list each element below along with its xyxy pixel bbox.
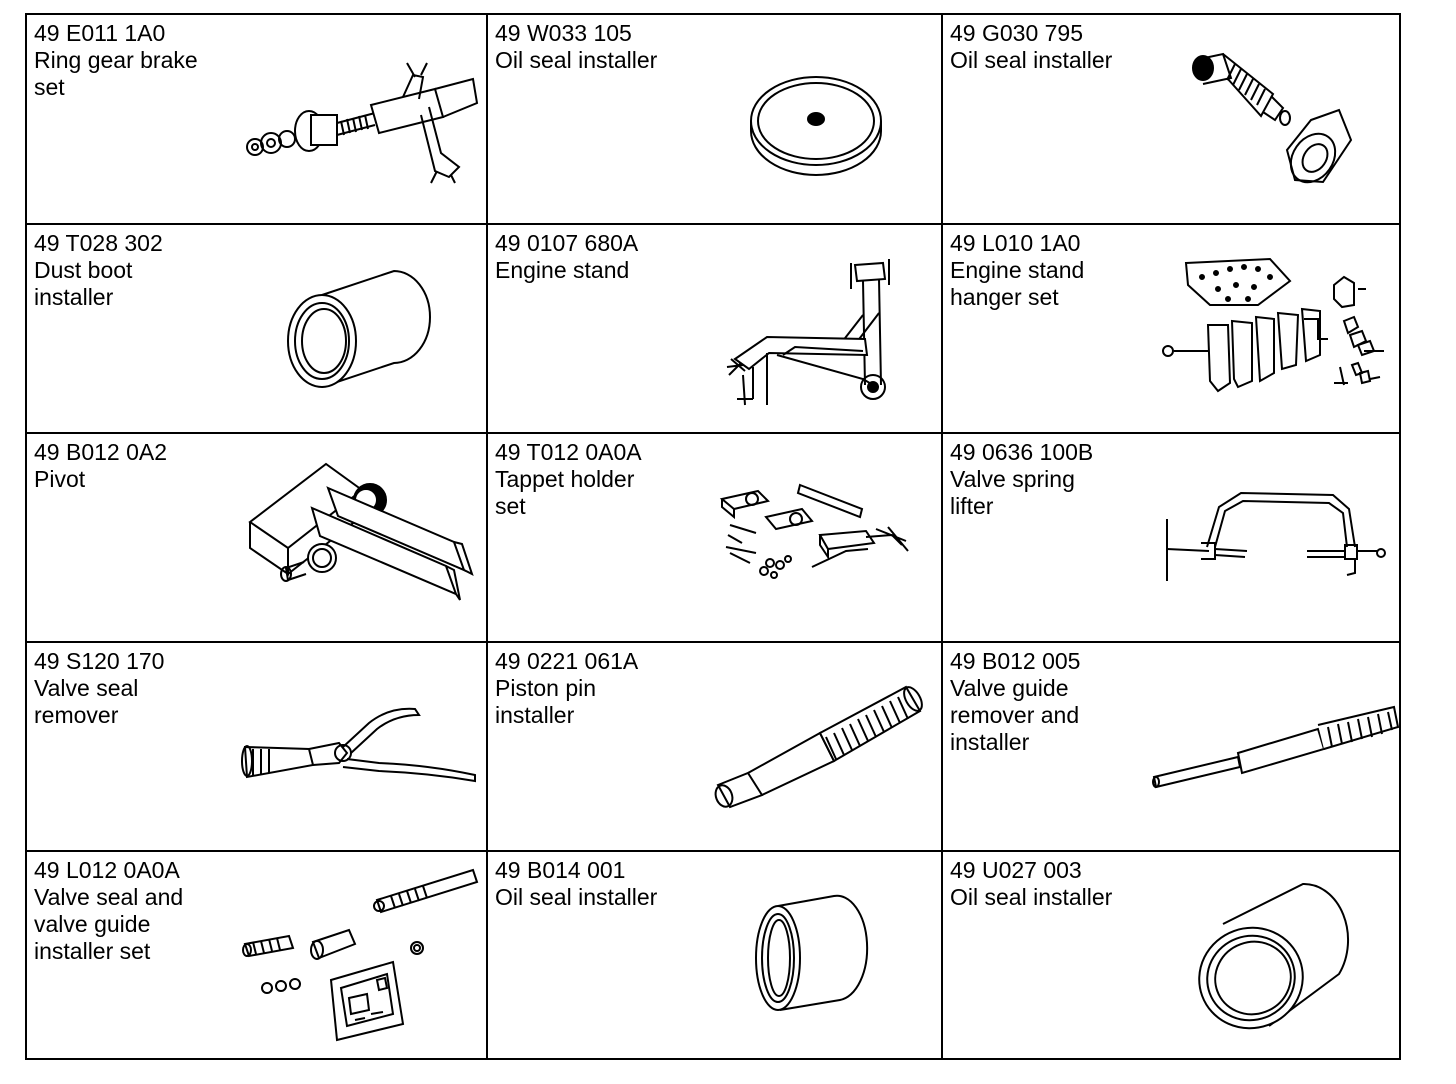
tool-label: 49 U027 003 Oil seal installer xyxy=(950,857,1112,911)
tool-desc: set xyxy=(495,493,526,519)
tool-cell: 49 B014 001 Oil seal installer xyxy=(488,852,943,1058)
tool-code: 49 B012 0A2 xyxy=(34,439,168,465)
engine-stand-icon xyxy=(723,255,908,415)
tool-code: 49 B014 001 xyxy=(495,857,626,883)
large-cylinder-installer-icon xyxy=(1193,878,1353,1038)
tool-cell: 49 B012 0A2 Pivot xyxy=(27,434,488,643)
tool-code: 49 S120 170 xyxy=(34,648,165,674)
tool-cell: 49 T028 302 Dust boot installer xyxy=(27,225,488,434)
tool-label: 49 0107 680A Engine stand xyxy=(495,230,638,284)
tool-desc: remover xyxy=(34,702,119,728)
tool-desc: lifter xyxy=(950,493,994,519)
tool-desc: Dust boot xyxy=(34,257,133,283)
tool-cell: 49 W033 105 Oil seal installer xyxy=(488,15,943,225)
tool-label: 49 L012 0A0A Valve seal and valve guide … xyxy=(34,857,183,965)
tool-label: 49 0221 061A Piston pin installer xyxy=(495,648,638,729)
tool-label: 49 G030 795 Oil seal installer xyxy=(950,20,1112,74)
pliers-icon xyxy=(239,703,484,793)
tool-label: 49 W033 105 Oil seal installer xyxy=(495,20,657,74)
tool-code: 49 T012 0A0A xyxy=(495,439,642,465)
tool-label: 49 S120 170 Valve seal remover xyxy=(34,648,164,729)
tool-code: 49 E011 1A0 xyxy=(34,20,166,46)
tool-desc: hanger set xyxy=(950,284,1059,310)
tool-desc: Oil seal installer xyxy=(495,884,658,910)
tool-desc: Ring gear brake xyxy=(34,47,198,73)
tool-cell: 49 0107 680A Engine stand xyxy=(488,225,943,434)
tool-code: 49 W033 105 xyxy=(495,20,632,46)
tool-label: 49 B012 005 Valve guide remover and inst… xyxy=(950,648,1080,756)
tool-desc: installer xyxy=(495,702,575,728)
tool-label: 49 0636 100B Valve spring lifter xyxy=(950,439,1093,520)
tool-code: 49 0221 061A xyxy=(495,648,639,674)
tool-cell: 49 L010 1A0 Engine stand hanger set xyxy=(943,225,1399,434)
tool-code: 49 T028 302 xyxy=(34,230,163,256)
tool-desc: Tappet holder xyxy=(495,466,635,492)
short-cylinder-installer-icon xyxy=(750,892,880,1022)
tool-desc: Valve seal and xyxy=(34,884,184,910)
tool-label: 49 B012 0A2 Pivot xyxy=(34,439,167,493)
cylinder-installer-icon xyxy=(282,265,442,395)
tool-table: 49 E011 1A0 Ring gear brake set xyxy=(25,13,1401,1060)
tool-cell: 49 L012 0A0A Valve seal and valve guide … xyxy=(27,852,488,1058)
tappet-holder-icon xyxy=(716,479,916,589)
threaded-installer-icon xyxy=(1183,50,1363,190)
tool-desc: remover and xyxy=(950,702,1080,728)
tool-desc: Valve seal xyxy=(34,675,139,701)
tool-cell: 49 0221 061A Piston pin installer xyxy=(488,643,943,852)
tool-cell: 49 E011 1A0 Ring gear brake set xyxy=(27,15,488,225)
disc-seal-installer-icon xyxy=(748,73,898,183)
tool-cell: 49 B012 005 Valve guide remover and inst… xyxy=(943,643,1399,852)
tool-code: 49 B012 005 xyxy=(950,648,1081,674)
tool-desc: Pivot xyxy=(34,466,86,492)
tool-desc: Valve guide xyxy=(950,675,1069,701)
valve-spring-lifter-icon xyxy=(1161,489,1391,589)
tool-desc: Engine stand xyxy=(950,257,1085,283)
tool-code: 49 U027 003 xyxy=(950,857,1082,883)
tool-desc: Piston pin xyxy=(495,675,597,701)
tool-desc: Oil seal installer xyxy=(950,884,1113,910)
tool-code: 49 L012 0A0A xyxy=(34,857,180,883)
tool-label: 49 T012 0A0A Tappet holder set xyxy=(495,439,642,520)
tool-cell: 49 S120 170 Valve seal remover xyxy=(27,643,488,852)
tool-code: 49 L010 1A0 xyxy=(950,230,1081,256)
installer-set-icon xyxy=(237,864,487,1044)
tool-code: 49 G030 795 xyxy=(950,20,1084,46)
tool-cell: 49 G030 795 Oil seal installer xyxy=(943,15,1399,225)
tool-desc: installer set xyxy=(34,938,151,964)
tool-label: 49 E011 1A0 Ring gear brake set xyxy=(34,20,198,101)
tool-desc: Oil seal installer xyxy=(950,47,1113,73)
tool-label: 49 L010 1A0 Engine stand hanger set xyxy=(950,230,1084,311)
tool-desc: installer xyxy=(950,729,1030,755)
tool-desc: installer xyxy=(34,284,114,310)
tool-desc: Engine stand xyxy=(495,257,630,283)
tool-desc: set xyxy=(34,74,65,100)
hanger-set-icon xyxy=(1158,255,1393,405)
tool-cell: 49 T012 0A0A Tappet holder set xyxy=(488,434,943,643)
piston-pin-installer-icon xyxy=(708,681,928,816)
tool-desc: valve guide xyxy=(34,911,151,937)
tool-cell: 49 U027 003 Oil seal installer xyxy=(943,852,1399,1058)
tool-label: 49 T028 302 Dust boot installer xyxy=(34,230,163,311)
tool-code: 49 0636 100B xyxy=(950,439,1094,465)
ring-gear-brake-icon xyxy=(237,55,482,190)
tool-code: 49 0107 680A xyxy=(495,230,639,256)
tool-desc: Valve spring xyxy=(950,466,1075,492)
tool-label: 49 B014 001 Oil seal installer xyxy=(495,857,657,911)
tool-cell: 49 0636 100B Valve spring lifter xyxy=(943,434,1399,643)
pivot-icon xyxy=(242,462,482,612)
tool-desc: Oil seal installer xyxy=(495,47,658,73)
valve-guide-tool-icon xyxy=(1148,701,1399,791)
